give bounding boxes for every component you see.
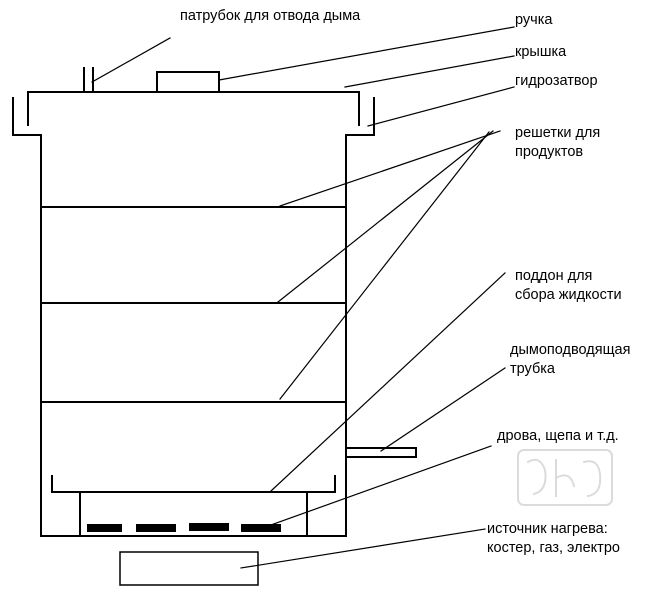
fuel-pieces <box>87 523 281 532</box>
fuel-piece <box>136 524 176 532</box>
label-heat-source: источник нагрева: костер, газ, электро <box>487 521 620 556</box>
label-fuel: дрова, щепа и т.д. <box>497 428 619 444</box>
leader-fuel <box>256 445 492 531</box>
label-grates: решетки для продуктов <box>515 125 601 160</box>
water-seal-right <box>345 97 375 136</box>
leader-smoke-outlet <box>91 37 171 83</box>
label-water-seal: гидрозатвор <box>515 73 598 89</box>
leader-handle <box>218 26 515 81</box>
label-smoke-tube: дымоподводящая трубка <box>510 342 631 377</box>
leader-grate-1 <box>279 130 501 207</box>
leader-grate-2 <box>277 130 494 303</box>
label-drip-tray: поддон для сбора жидкости <box>515 268 622 303</box>
drip-tray <box>51 475 336 493</box>
leader-drip-tray <box>270 272 506 492</box>
label-smoke-outlet: патрубок для отвода дыма <box>180 8 361 24</box>
fuel-piece <box>87 524 122 532</box>
label-handle: ручка <box>515 12 553 28</box>
stamp-watermark-icon <box>517 449 613 506</box>
leader-lid <box>344 55 515 88</box>
leader-lines <box>91 26 515 569</box>
fuel-piece <box>189 523 229 531</box>
leader-heat-source <box>240 528 486 569</box>
heat-source-box <box>119 551 259 586</box>
label-lid: крышка <box>515 44 567 60</box>
leader-grate-3 <box>279 131 490 400</box>
leader-smoke-tube <box>380 367 506 452</box>
smoke-inlet-tube <box>345 447 417 458</box>
lid-handle <box>156 71 220 93</box>
leader-water-seal <box>367 86 515 127</box>
water-seal-left <box>12 97 42 136</box>
firebox <box>79 491 308 537</box>
